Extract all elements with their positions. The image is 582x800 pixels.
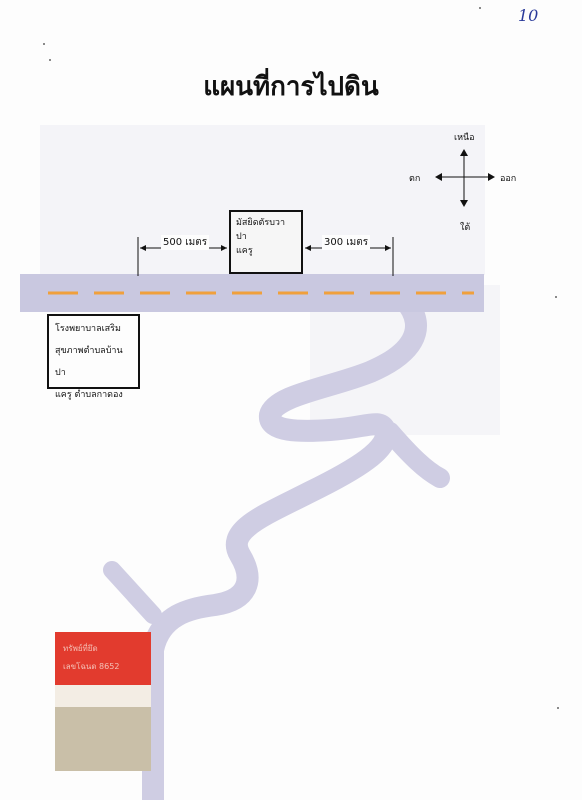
arrowhead	[140, 245, 146, 251]
hospital-name-line3: แครู ตำบลกาดอง	[55, 390, 123, 400]
winding-river	[142, 289, 427, 800]
river-fork-left	[103, 561, 162, 624]
river-fork-right	[380, 422, 450, 488]
mosque-name-line2: แครู	[236, 246, 253, 256]
compass-rose-icon	[435, 149, 495, 207]
hospital-landmark: โรงพยาบาลเสริม สุขภาพตำบลบ้านปา แครู ตำบ…	[47, 314, 140, 400]
arrowhead	[385, 245, 391, 251]
arrowhead	[221, 245, 227, 251]
mosque-landmark: มัสยิดตัรบวา ปา แครู	[229, 210, 303, 274]
property-stamp	[55, 632, 151, 685]
compass-north-label: เหนือ	[454, 133, 475, 143]
compass-west-label: ตก	[409, 174, 421, 184]
page-number: 10	[518, 6, 539, 25]
compass-east-label: ออก	[500, 174, 517, 184]
stamp-line1: ทรัพย์ที่ยึด	[63, 644, 98, 653]
stray-marks	[43, 7, 559, 709]
distance-left-label: 500 เมตร	[161, 235, 210, 250]
mosque-name-line1: มัสยิดตัรบวา ปา	[236, 218, 286, 242]
stamp-divider-band	[55, 685, 151, 707]
stamp-line2: เลขโฉนด 8652	[63, 662, 120, 671]
arrowhead	[305, 245, 311, 251]
hospital-name-line1: โรงพยาบาลเสริม	[55, 324, 121, 334]
distance-right-label: 300 เมตร	[322, 235, 371, 250]
page-title: แผนที่การไปดิน	[203, 72, 379, 102]
hospital-name-line2: สุขภาพตำบลบ้านปา	[55, 346, 123, 378]
stamp-lower-band	[55, 707, 151, 771]
compass-south-label: ใต้	[460, 223, 471, 233]
